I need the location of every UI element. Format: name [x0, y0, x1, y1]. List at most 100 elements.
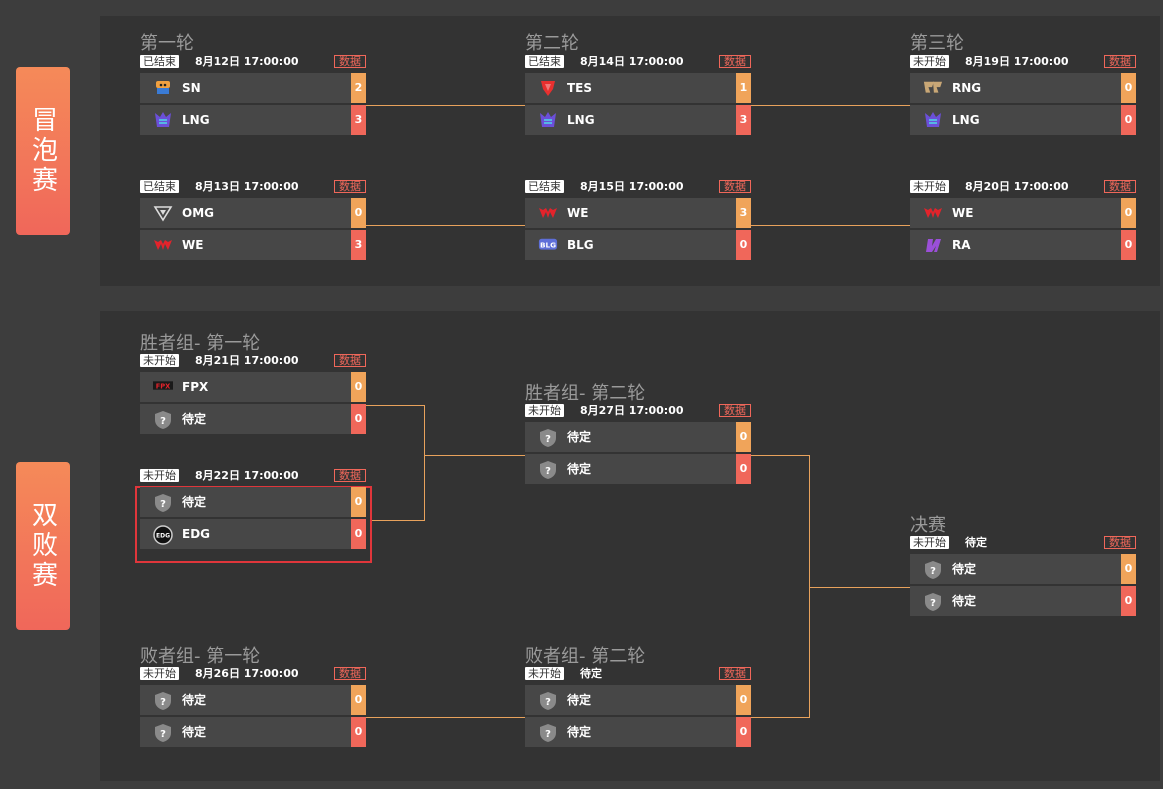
- winners-round2-title: 胜者组- 第二轮: [525, 383, 646, 404]
- double-elim-tab[interactable]: 双败赛: [16, 462, 70, 630]
- team-name: RA: [952, 238, 971, 252]
- match-header: 未开始待定数据: [910, 535, 1136, 551]
- winners-round1-title: 胜者组- 第一轮: [140, 333, 261, 354]
- svg-text:EDG: EDG: [156, 533, 170, 540]
- lng-logo-icon: [923, 111, 943, 129]
- bracket-connector: [365, 717, 525, 718]
- match-data-link[interactable]: 数据: [719, 404, 751, 417]
- match-status-badge: 未开始: [525, 667, 564, 680]
- we-logo-icon: [153, 236, 173, 254]
- team-name: LNG: [952, 113, 980, 127]
- losers-round1-title: 败者组- 第一轮: [140, 646, 261, 667]
- blg-logo-icon: BLG: [538, 236, 558, 254]
- team-score: 3: [736, 198, 751, 228]
- team-score: 0: [351, 372, 366, 402]
- match-time: 8月19日 17:00:00: [965, 55, 1069, 68]
- match-data-link[interactable]: 数据: [1104, 536, 1136, 549]
- match-data-link[interactable]: 数据: [1104, 180, 1136, 193]
- lng-logo-icon: [538, 111, 558, 129]
- bubble-stage-tab[interactable]: 冒泡赛: [16, 67, 70, 235]
- bracket-connector: [750, 455, 810, 456]
- svg-text:?: ?: [160, 416, 166, 427]
- omg-logo-icon: [153, 204, 173, 222]
- team-name: 待定: [182, 495, 207, 509]
- tbd-shield-icon: ?: [923, 560, 943, 579]
- svg-text:?: ?: [160, 697, 166, 708]
- team-score: 0: [351, 717, 366, 747]
- match-data-link[interactable]: 数据: [334, 55, 366, 68]
- team-name: 待定: [567, 462, 592, 476]
- match-header: 未开始 8月19日 17:00:00 数据: [910, 54, 1136, 70]
- match-status-badge: 未开始: [910, 55, 949, 68]
- match-data-link[interactable]: 数据: [719, 667, 751, 680]
- svg-text:?: ?: [545, 729, 551, 740]
- double-elim-label: 双败赛: [27, 501, 58, 591]
- team-name: FPX: [182, 380, 209, 394]
- match-data-link[interactable]: 数据: [334, 180, 366, 193]
- team-name: LNG: [182, 113, 210, 127]
- match-time: 8月13日 17:00:00: [195, 180, 299, 193]
- match-header: 未开始 待定 数据: [525, 666, 751, 682]
- match-time: 待定: [580, 667, 602, 680]
- team-score: 0: [351, 519, 366, 549]
- match-data-link[interactable]: 数据: [1104, 55, 1136, 68]
- team-name: BLG: [567, 238, 594, 252]
- bracket-connector: [370, 520, 425, 521]
- tbd-shield-icon: ?: [538, 723, 558, 742]
- tbd-shield-icon: ?: [538, 691, 558, 710]
- match-time: 8月26日 17:00:00: [195, 667, 299, 680]
- match-status-badge: 未开始: [910, 536, 949, 549]
- we-logo-icon: [538, 204, 558, 222]
- match-data-link[interactable]: 数据: [334, 354, 366, 367]
- team-name: 待定: [567, 430, 592, 444]
- match-status-badge: 未开始: [140, 354, 179, 367]
- match-data-link[interactable]: 数据: [334, 667, 366, 680]
- team-name: 待定: [567, 693, 592, 707]
- match-data-link[interactable]: 数据: [719, 55, 751, 68]
- team-score: 0: [1121, 198, 1136, 228]
- final-title: 决赛: [910, 515, 946, 536]
- match-data-link[interactable]: 数据: [334, 469, 366, 482]
- team-name: LNG: [567, 113, 595, 127]
- round-title: 第三轮: [910, 33, 964, 54]
- match-data-link[interactable]: 数据: [719, 180, 751, 193]
